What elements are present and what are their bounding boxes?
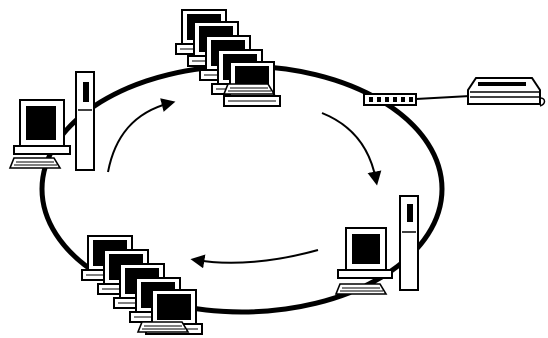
printer-cable xyxy=(415,95,471,100)
workstation-cluster-bottom xyxy=(81,235,203,335)
flow-arrow-bottom xyxy=(190,249,319,269)
keyboard-icon xyxy=(137,321,189,333)
keyboard-icon xyxy=(335,283,387,295)
flow-arrow-top-left xyxy=(107,98,176,173)
computer-icon xyxy=(13,99,71,155)
printer-icon xyxy=(467,77,541,105)
network-hub xyxy=(363,93,417,106)
workstation-right xyxy=(335,195,419,295)
keyboard-icon xyxy=(9,157,61,169)
computer-icon xyxy=(337,227,393,279)
workstation-left xyxy=(9,71,95,171)
printer xyxy=(467,77,546,107)
keyboard-icon xyxy=(223,83,275,95)
flow-arrow-right xyxy=(321,112,382,186)
workstation-cluster-top xyxy=(175,9,281,107)
tower-icon xyxy=(399,195,419,291)
tower-icon xyxy=(75,71,95,171)
